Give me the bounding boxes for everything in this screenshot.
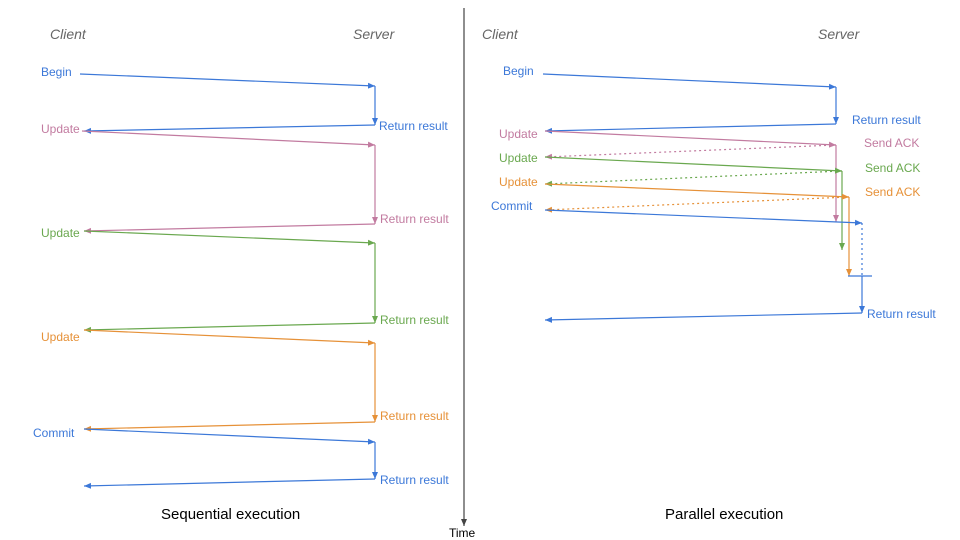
par-commit-request-arrow xyxy=(544,209,863,226)
par-server-header: Server xyxy=(818,26,860,42)
seq-client-commit: Commit xyxy=(33,426,75,440)
par-client-commit: Commit xyxy=(491,199,533,213)
par-update1-request-arrow xyxy=(544,130,837,148)
par-server-ack-2: Send ACK xyxy=(865,161,921,175)
seq-client-update-1: Update xyxy=(41,122,80,136)
par-update3-request-arrow xyxy=(544,183,850,200)
par-commit-response-arrow xyxy=(544,312,863,323)
par-client-update-1: Update xyxy=(499,127,538,141)
seq-response-arrow xyxy=(83,124,376,134)
seq-client-begin: Begin xyxy=(41,65,72,79)
seq-request-arrow xyxy=(83,329,376,346)
par-caption: Parallel execution xyxy=(665,506,784,523)
par-server-result-1: Return result xyxy=(852,113,921,127)
par-client-update-2: Update xyxy=(499,151,538,165)
par-client-header: Client xyxy=(482,26,518,42)
par-server-ack-1: Send ACK xyxy=(864,136,920,150)
par-begin-request-arrow xyxy=(542,73,837,90)
seq-request-arrow xyxy=(79,73,376,89)
seq-response-arrow xyxy=(83,322,376,333)
seq-server-result-1: Return result xyxy=(379,119,448,133)
par-update3-ack-arrow xyxy=(544,196,850,213)
seq-request-arrow xyxy=(83,428,376,445)
time-axis-label: Time xyxy=(449,526,476,540)
seq-client-update-3: Update xyxy=(41,330,80,344)
par-begin-response-arrow xyxy=(544,123,837,134)
seq-server-result-4: Return result xyxy=(380,409,449,423)
seq-request-arrow xyxy=(81,130,376,148)
par-client-begin: Begin xyxy=(503,64,534,78)
par-update1-ack-arrow xyxy=(544,144,837,160)
par-server-result-2: Return result xyxy=(867,307,936,321)
seq-client-header: Client xyxy=(50,26,86,42)
seq-response-arrow xyxy=(83,421,376,432)
par-update2-ack-arrow xyxy=(544,170,843,187)
seq-server-result-5: Return result xyxy=(380,473,449,487)
seq-response-arrow xyxy=(83,223,376,234)
seq-client-update-2: Update xyxy=(41,226,80,240)
seq-server-result-3: Return result xyxy=(380,313,449,327)
seq-caption: Sequential execution xyxy=(161,506,301,523)
seq-server-header: Server xyxy=(353,26,395,42)
par-client-update-3: Update xyxy=(499,175,538,189)
seq-server-result-2: Return result xyxy=(380,212,449,226)
par-update2-request-arrow xyxy=(544,156,843,174)
seq-response-arrow xyxy=(83,478,376,489)
par-server-ack-3: Send ACK xyxy=(865,185,921,199)
seq-request-arrow xyxy=(83,230,376,246)
